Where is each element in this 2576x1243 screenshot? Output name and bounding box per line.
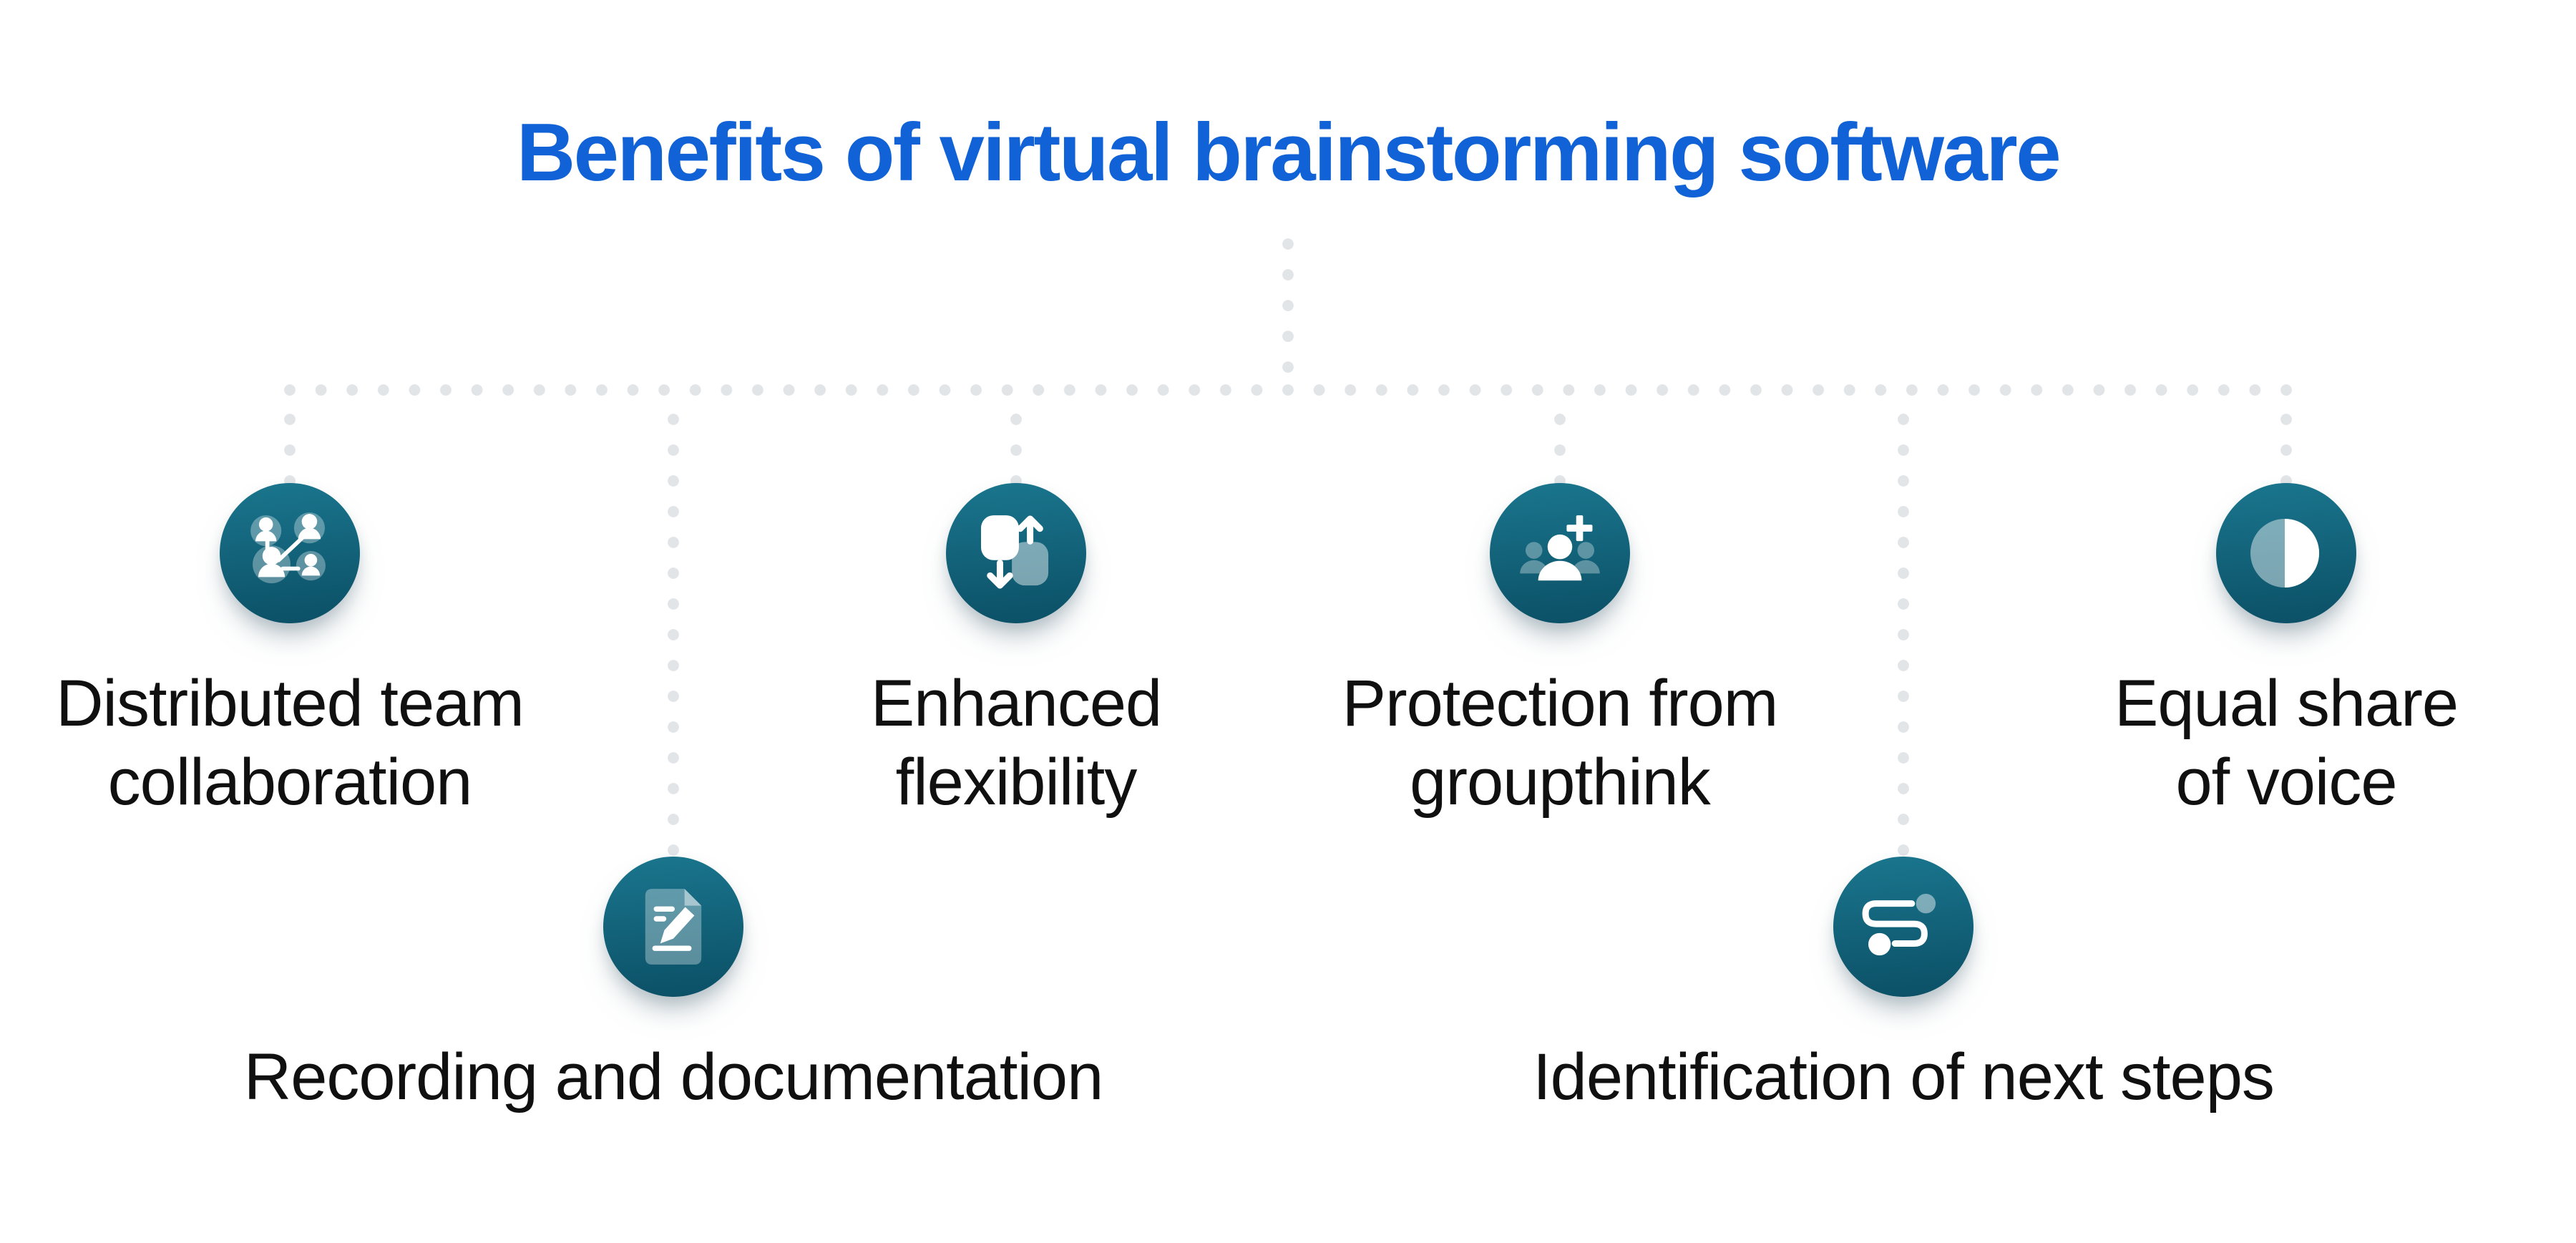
- winding-path-icon: [1862, 893, 1936, 956]
- benefit-icon-recording: [603, 857, 743, 997]
- benefit-label-flexibility: Enhanced flexibility: [870, 667, 1162, 819]
- resize-arrows-icon: [981, 515, 1049, 589]
- benefit-label-next-steps: Identification of next steps: [1533, 1040, 2275, 1113]
- benefit-label-groupthink: Protection from groupthink: [1342, 667, 1779, 819]
- connector-branch-groupthink: [1554, 414, 1566, 488]
- document-pencil-icon: [645, 889, 702, 965]
- benefit-icon-equal-share: [2216, 483, 2356, 623]
- connector-branch-equal-share: [2280, 414, 2292, 488]
- connector-branch-distributed-team: [284, 414, 296, 488]
- connector-horizontal-bar: [284, 384, 2292, 396]
- connector-title-stem: [1282, 238, 1294, 376]
- connector-branch-flexibility: [1010, 414, 1022, 488]
- add-person-group-icon: [1520, 515, 1600, 581]
- people-network-icon: [250, 512, 326, 584]
- connector-branch-next-steps: [1898, 414, 1909, 857]
- half-circle-contrast-icon: [2250, 518, 2320, 588]
- benefit-icon-groupthink: [1490, 483, 1630, 623]
- benefit-icon-flexibility: [946, 483, 1086, 623]
- benefit-icon-distributed-team: [220, 483, 360, 623]
- benefit-label-distributed-team: Distributed team collaboration: [56, 667, 525, 819]
- benefit-label-equal-share: Equal share of voice: [2114, 667, 2459, 819]
- connector-branch-recording: [668, 414, 679, 857]
- benefit-label-recording: Recording and documentation: [243, 1040, 1104, 1113]
- benefit-icon-next-steps: [1833, 857, 1974, 997]
- page-title: Benefits of virtual brainstorming softwa…: [516, 107, 2062, 198]
